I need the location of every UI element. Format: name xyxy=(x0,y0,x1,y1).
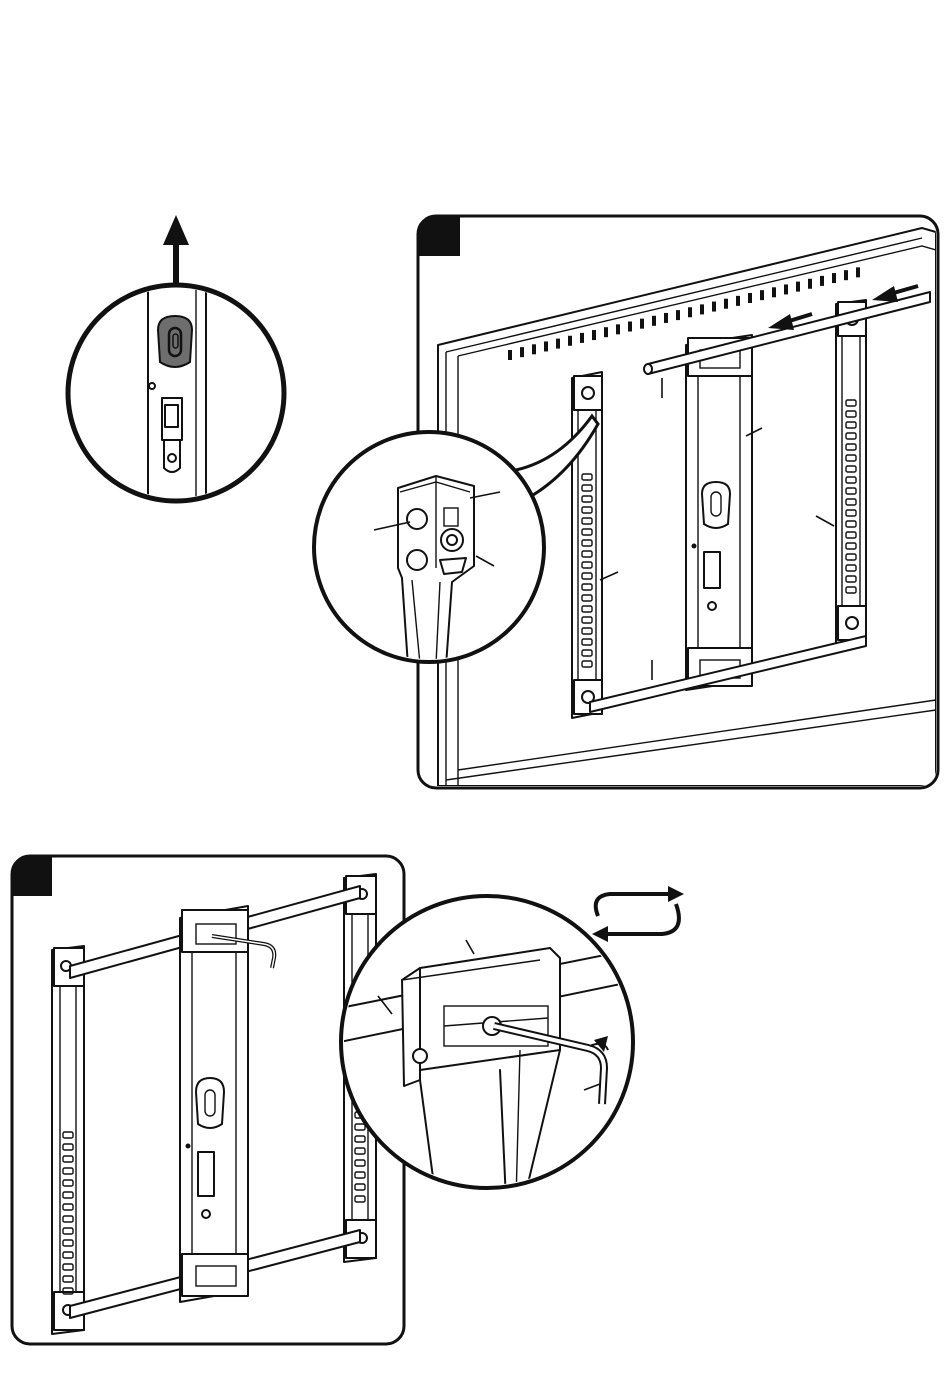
rotate-cycle-icon xyxy=(592,886,684,942)
vent-slot xyxy=(532,344,536,354)
vent-slot xyxy=(796,282,800,292)
vent-slot xyxy=(520,347,524,357)
panel-step-1 xyxy=(314,216,938,788)
vent-slot xyxy=(736,296,740,306)
vent-slot xyxy=(508,350,512,360)
vent-slot xyxy=(844,270,848,280)
vent-slot xyxy=(748,293,752,303)
vent-slot xyxy=(820,276,824,286)
vent-slot xyxy=(724,299,728,309)
vent-slot xyxy=(688,307,692,317)
vent-slot xyxy=(772,287,776,297)
vent-slot xyxy=(856,267,860,277)
center-bracket xyxy=(686,335,752,690)
vent-slot xyxy=(640,319,644,329)
vent-slot xyxy=(580,333,584,343)
vent-slot xyxy=(760,290,764,300)
vent-slot xyxy=(652,316,656,326)
lock-detail-callout xyxy=(68,215,284,510)
vent-slot xyxy=(712,302,716,312)
arrow-up-icon xyxy=(163,215,189,290)
frame-center-bracket xyxy=(180,906,248,1302)
vent-slot xyxy=(664,313,668,323)
frame-left-rail xyxy=(52,946,84,1334)
vent-slot xyxy=(784,284,788,294)
lock-tab-icon xyxy=(158,316,192,367)
vent-slot xyxy=(700,304,704,314)
step-1-marker xyxy=(418,216,460,256)
panel-step-2 xyxy=(12,856,684,1344)
vent-slot xyxy=(832,273,836,283)
vent-slot xyxy=(628,322,632,332)
vent-slot xyxy=(616,324,620,334)
vent-slot xyxy=(604,327,608,337)
vent-slot xyxy=(592,330,596,340)
step-2-marker xyxy=(12,856,52,896)
vent-slot xyxy=(808,279,812,289)
vent-slot xyxy=(676,310,680,320)
vent-slot xyxy=(568,336,572,346)
vent-slot xyxy=(544,341,548,351)
right-rail xyxy=(836,300,866,644)
vent-slot xyxy=(556,339,560,349)
